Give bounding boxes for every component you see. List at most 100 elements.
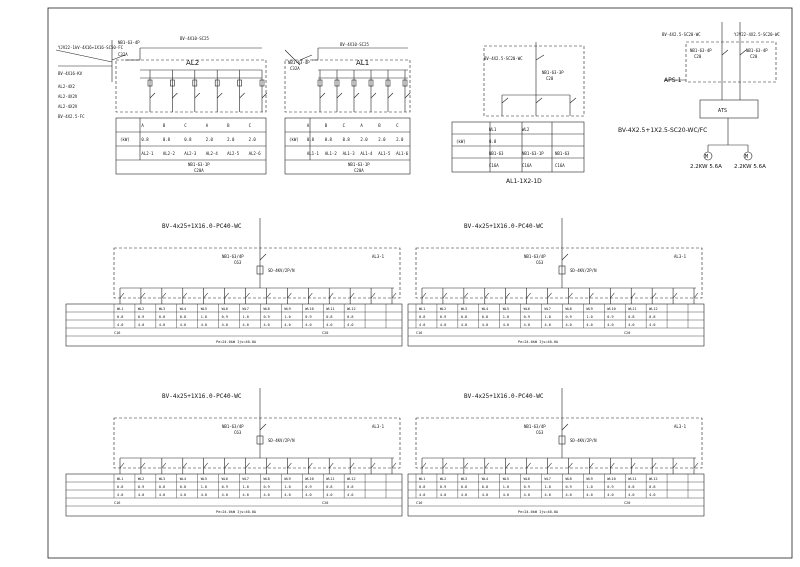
circuit-current: 4.0 <box>326 323 332 327</box>
table-cell: 2.0 <box>396 137 404 142</box>
circuit-power: 0.8 <box>461 315 467 319</box>
branch-switch-icon <box>442 462 448 469</box>
branch-switch-icon <box>630 462 636 469</box>
table-cell: AL1-3 <box>343 151 356 156</box>
circuit-current: 4.0 <box>222 493 228 497</box>
panel-breaker-current: C63 <box>536 430 544 435</box>
circuit-power: 0.8 <box>649 315 655 319</box>
circuit-id: WL12 <box>649 477 657 481</box>
circuit-id: WL8 <box>263 307 269 311</box>
circuit-power: 0.9 <box>305 315 311 319</box>
spd-icon <box>558 435 566 445</box>
circuit-power: 0.8 <box>628 315 634 319</box>
branch-switch-icon <box>421 292 427 299</box>
branch-switch-icon <box>287 462 292 469</box>
circuit-current: 4.0 <box>586 493 592 497</box>
table-cell: 0.8 <box>141 137 149 142</box>
circuit-current: 4.0 <box>201 493 207 497</box>
table-cell: 2.0 <box>249 137 257 142</box>
panel-breaker-current: C63 <box>234 430 242 435</box>
mid-breaker: NB1-63-3P <box>542 70 564 75</box>
circuit-power: 0.9 <box>305 485 311 489</box>
branch-switch-icon <box>245 292 250 299</box>
table-cell: 2.0 <box>206 137 214 142</box>
circuit-current: 4.0 <box>482 323 488 327</box>
branch-switch-icon <box>505 462 510 469</box>
aps-feeder-left: BV-4X2.5-SC20-WC <box>662 32 701 37</box>
circuit-power: 0.9 <box>222 485 228 489</box>
table-cell: B <box>325 123 328 128</box>
switch-icon <box>336 92 343 99</box>
circuit-current: 4.0 <box>347 323 353 327</box>
table-cell: A <box>206 123 209 128</box>
table-cell: (kW) <box>456 139 466 144</box>
al2-box-note-1: NB1-63-1P <box>188 162 210 167</box>
branch-switch-icon <box>693 462 699 469</box>
circuit-tag-1: C16 <box>416 501 422 505</box>
panel-summary: Pe=24.0kW Ijs=40.0A <box>216 510 257 514</box>
circuit-id: WL9 <box>586 477 592 481</box>
circuit-power: 0.8 <box>159 315 165 319</box>
circuit-current: 4.0 <box>565 493 571 497</box>
table-cell: AL1-1 <box>307 151 320 156</box>
branch-switch-icon <box>203 462 208 469</box>
panel-cable: BV-4x25+1X16.0-PC40-WC <box>464 223 544 230</box>
circuit-table <box>65 303 403 347</box>
panel-spd: SD-4KV/2P/N <box>268 268 295 273</box>
panel-summary: Pe=24.0kW Ijs=40.0A <box>216 340 257 344</box>
circuit-tag-1: C16 <box>114 501 120 505</box>
table-cell: A <box>141 123 144 128</box>
circuit-power: 0.8 <box>419 315 425 319</box>
branch-switch-icon <box>328 292 334 299</box>
branch-switch-icon <box>630 292 636 299</box>
circuit-id: WL2 <box>440 307 446 311</box>
branch-switch-icon <box>370 292 376 299</box>
circuit-power: 1.0 <box>284 485 290 489</box>
table-cell: AL2-6 <box>249 151 262 156</box>
circuit-power: 1.0 <box>545 485 551 489</box>
circuit-power: 0.9 <box>138 485 144 489</box>
circuit-current: 4.0 <box>138 323 144 327</box>
branch-switch-icon <box>442 292 448 299</box>
circuit-tag-1: C16 <box>114 331 120 335</box>
al1-panel-name: AL1 <box>356 59 369 67</box>
circuit-power: 0.8 <box>347 485 353 489</box>
al2-wire-4: AL2-4X2V <box>58 104 78 109</box>
al1-schematic <box>284 47 411 175</box>
table-cell: AL1-5 <box>378 151 391 156</box>
aps-panel-name: APS-1 <box>664 77 682 84</box>
table-cell: 2.0 <box>227 137 235 142</box>
main-switch-icon <box>259 253 267 261</box>
aps-schematic <box>664 22 777 161</box>
circuit-current: 4.0 <box>222 323 228 327</box>
panel-breaker-current: C63 <box>536 260 544 265</box>
fuse-icon <box>334 79 340 87</box>
distribution-panels: BV-4x25+1X16.0-PC40-WCNB1-63/4PC63SD-4KV… <box>65 218 705 517</box>
table-cell: NB1-63 <box>489 151 504 156</box>
motor-2-symbol: M <box>745 154 748 160</box>
circuit-tag-1: C16 <box>416 331 422 335</box>
branch-switch-icon <box>484 462 490 469</box>
circuit-current: 4.0 <box>461 493 467 497</box>
al2-wire-3: AL2-4X2V <box>58 94 78 99</box>
branch-switch-icon <box>484 292 490 299</box>
circuit-id: WL12 <box>347 307 355 311</box>
circuit-id: WL6 <box>524 477 530 481</box>
fuse-icon <box>170 79 175 87</box>
al2-main-breaker: NB1-63-4P <box>118 40 140 45</box>
circuit-id: WL5 <box>201 477 207 481</box>
circuit-tag-2: C20 <box>322 501 328 505</box>
branch-switch-icon <box>568 292 573 299</box>
circuit-current: 4.0 <box>347 493 353 497</box>
table-cell: B <box>227 123 230 128</box>
table-cell: C <box>396 123 399 128</box>
circuit-id: WL8 <box>565 477 571 481</box>
circuit-power: 0.8 <box>180 315 186 319</box>
spd-icon <box>256 435 264 445</box>
panel-name: AL3-1 <box>674 424 687 429</box>
circuit-current: 4.0 <box>305 323 311 327</box>
fuse-icon <box>402 79 408 87</box>
